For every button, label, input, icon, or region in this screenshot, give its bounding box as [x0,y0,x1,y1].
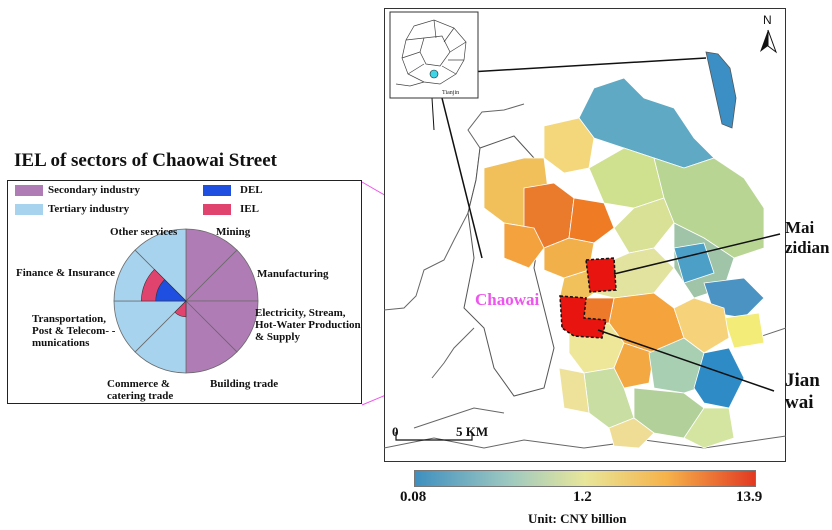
legend-label-del: DEL [240,184,263,196]
sector-label-other-services: Other services [110,226,178,238]
north-arrow-icon [760,29,778,54]
district-region [608,417,655,449]
remote-region [705,51,737,129]
legend-label-secondary: Secondary industry [48,184,140,196]
pie-del-wedge [155,279,187,302]
district-region [503,222,545,269]
district-region [723,312,765,349]
inset-study-area [429,69,439,79]
sector-label-manufacturing: Manufacturing [257,268,329,280]
scale-label-start: 0 [392,424,399,439]
district-region [578,77,715,169]
sector-label-mining: Mining [216,226,251,238]
inset-connector-line [435,73,483,259]
legend-label-iel: IEL [240,203,259,215]
district-region [558,367,590,414]
inset-connector-line [435,57,707,75]
legend-label-tertiary: Tertiary industry [48,203,130,215]
jianwai-highlight [559,295,607,339]
district-map: Tianjin N [384,11,786,449]
district-region [683,407,735,449]
pie-iel-wedge [174,300,187,318]
scale-label-end: 5 KM [456,424,489,439]
maizidian-leader-line [613,233,781,275]
legend-swatch-iel [203,204,231,215]
place-label-jianwai: Jian wai [785,370,820,413]
colorbar-max-label: 13.9 [736,489,763,505]
place-label-chaowai: Chaowai [475,290,540,309]
inset-connector-line [431,97,435,131]
boundary-line [413,407,505,429]
pie-panel [7,180,362,404]
legend-swatch-secondary [15,185,43,196]
colorbar-unit-label: Unit: CNY billion [528,511,627,526]
inset-boundaries [395,19,467,87]
sector-label-transportation: Transportation, Post & Telecom- -municat… [32,313,116,349]
colorbar-mid-label: 1.2 [573,489,592,505]
pie-slice [134,228,187,302]
legend-swatch-del [203,185,231,196]
sector-label-electricity: Electricity, Stream, Hot-Water Productio… [255,307,361,343]
legend-swatch-tertiary [15,204,43,215]
place-label-maizidian: Mai zidian [785,218,830,257]
jianwai-leader-line [597,329,775,392]
boundary-line [431,327,475,379]
maizidian-highlight [585,257,617,293]
sector-label-building-trade: Building trade [210,378,279,390]
district-region [613,342,655,389]
sector-label-commerce: Commerce & catering trade [107,378,174,402]
district-region [568,197,615,244]
panel-title: IEL of sectors of Chaowai Street [14,150,277,171]
colorbar [414,470,756,487]
colorbar-min-label: 0.08 [400,489,427,505]
inset-map [389,11,479,99]
scale-bar [395,432,473,441]
sector-pie-chart [113,228,259,374]
sector-label-finance: Finance & Insurance [16,267,115,279]
inset-label-tianjin: Tianjin [442,90,459,96]
north-label: N [763,13,772,27]
